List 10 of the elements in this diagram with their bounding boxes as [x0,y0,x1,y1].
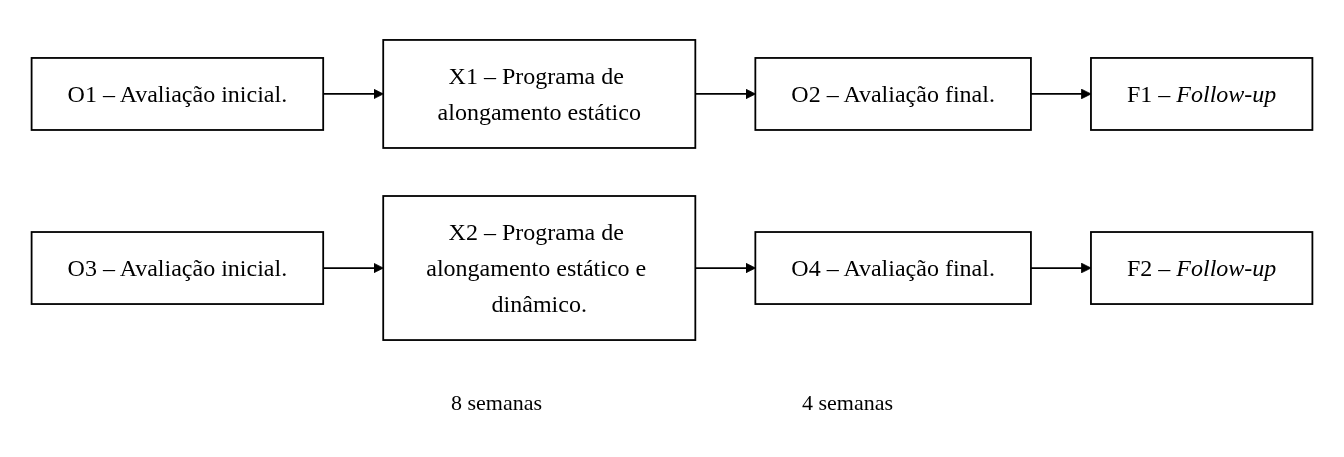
node-box: X1 – Programa de alongamento estático [382,39,697,149]
node-box: O4 – Avaliação final. [754,231,1032,305]
node-box: F2 – Follow-up [1090,231,1314,305]
node-box: X2 – Programa de alongamento estático e dinâmico. [382,195,697,341]
node-box: O1 – Avaliação inicial. [30,57,325,131]
node-box: O3 – Avaliação inicial. [30,231,325,305]
node-box: F1 – Follow-up [1090,57,1314,131]
duration-label: 8 semanas [450,390,542,416]
node-box: O2 – Avaliação final. [754,57,1032,131]
duration-label: 4 semanas [802,390,894,416]
